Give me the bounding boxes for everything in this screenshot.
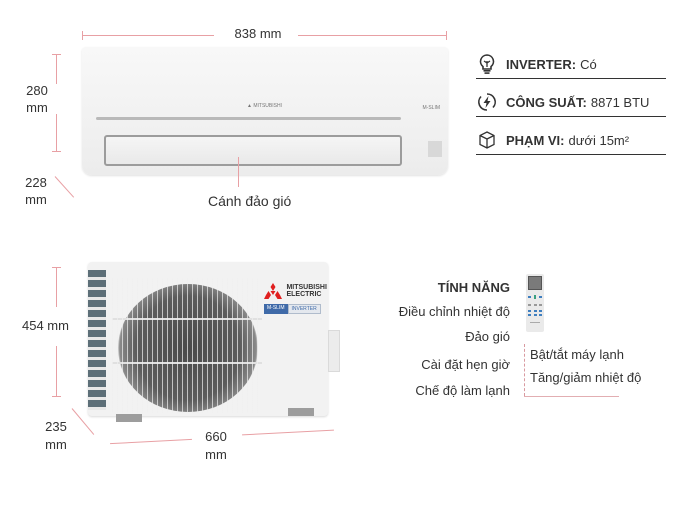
lightning-icon [476,91,498,113]
indoor-width-tick-left [82,31,83,40]
indoor-depth-line [54,176,75,198]
spec-power-value: 8871 BTU [590,94,650,110]
outdoor-width-line-right [242,429,334,436]
indoor-width-line-right [298,35,446,36]
outdoor-width-line-left [110,438,192,445]
remote-bracket-underline [524,396,619,397]
lightbulb-icon [476,53,498,75]
spec-range-key: PHẠM VI: [506,132,565,148]
features-title: TÍNH NĂNG [437,280,510,295]
indoor-depth-unit: mm [25,192,47,207]
outdoor-foot-left [116,414,142,422]
outdoor-height-line-bottom [56,346,57,396]
feature-item: Đảo gió [465,329,510,344]
feature-item: Cài đặt hẹn giờ [421,357,510,372]
remote-function: Bật/tắt máy lạnh [530,347,624,362]
brand-line-1: MITSUBISHI [286,283,327,291]
indoor-height-tick-bottom [52,151,61,152]
louver-label: Cánh đảo gió [208,193,292,209]
cube-icon [476,129,498,151]
indoor-height-tick-top [52,54,61,55]
indoor-air-vent [104,135,402,166]
outdoor-height-line-top [56,267,57,307]
remote-screen [528,276,542,290]
outdoor-fan-grille [112,278,262,413]
indoor-height-line-top [56,54,57,84]
indoor-model-logo: M-SLIM [422,105,441,111]
badge-inverter: INVERTER [287,304,321,314]
spec-power-key: CÔNG SUẤT: [506,94,587,110]
outdoor-height-label: 454 mm [22,318,69,333]
outdoor-valve-cover [328,330,340,372]
spec-inverter-value: Có [580,56,597,72]
spec-range-value: dưới 15m² [568,132,630,148]
outdoor-height-tick-top [52,267,61,268]
indoor-brand-logo: ▲ MITSUBISHI [247,103,282,109]
brand-line-2: ELECTRIC [286,290,322,298]
indoor-height-unit: mm [26,100,48,115]
remote-function: Tăng/giảm nhiệt độ [530,370,642,385]
indoor-width-label: 838 mm [234,26,282,41]
mitsubishi-diamonds-icon [264,282,282,299]
outdoor-width-unit: mm [205,447,227,462]
spec-inverter: INVERTER: Có [476,50,666,79]
outdoor-model-badge: M-SLIM INVERTER [264,304,328,314]
spec-range: PHẠM VI: dưới 15m² [476,126,666,155]
indoor-width-line-left [82,35,214,36]
indoor-depth-value: 228 [25,175,47,190]
outdoor-foot-right [288,408,314,416]
indoor-unit-image: ▲ MITSUBISHI M-SLIM [82,47,448,175]
feature-item: Điều chỉnh nhiệt độ [398,304,510,319]
remote-bracket-line [524,344,525,396]
outdoor-height-tick-bottom [52,396,61,397]
indoor-width-tick-right [446,31,447,40]
badge-mslim: M-SLIM [264,304,288,314]
outdoor-side-vents [88,270,106,410]
louver-pointer-line [238,157,239,187]
indoor-panel-seam [96,117,401,120]
spec-power: CÔNG SUẤT: 8871 BTU [476,88,666,117]
feature-item: Chế độ làm lạnh [415,383,510,398]
indoor-display-panel [428,141,442,157]
indoor-height-value: 280 [26,83,48,98]
outdoor-width-value: 660 [205,429,227,444]
spec-inverter-key: INVERTER: [506,56,577,72]
outdoor-depth-value: 235 [45,419,67,434]
indoor-height-line-bottom [56,114,57,152]
remote-control-icon [526,274,544,332]
outdoor-depth-unit: mm [45,437,67,452]
